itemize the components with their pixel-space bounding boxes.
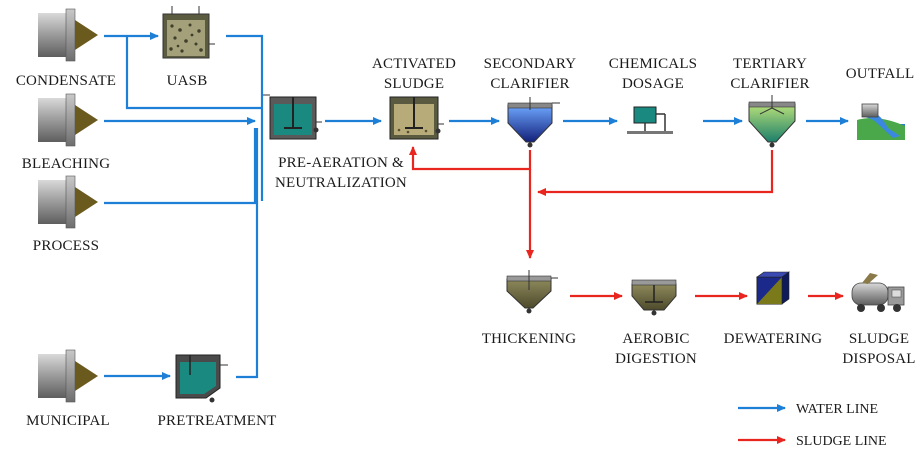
label-tertiary-line1: TERTIARY — [733, 56, 807, 72]
flow-secondary-return — [409, 146, 532, 171]
flow-condensate-to-preaeration — [125, 36, 262, 110]
chemical-dosing-icon — [627, 106, 673, 134]
dewatering-unit-icon — [756, 271, 790, 305]
flow-pretreatment-to-preaeration — [236, 128, 259, 379]
legend-sludge-label: SLUDGE LINE — [796, 434, 887, 449]
label-outfall: OUTFALL — [846, 66, 915, 82]
label-activated-line1: ACTIVATED — [372, 56, 456, 72]
label-municipal: MUNICIPAL — [26, 413, 110, 429]
label-bleaching: BLEACHING — [22, 156, 110, 172]
label-uasb: UASB — [167, 73, 208, 89]
pipe-bleaching-icon — [38, 93, 98, 147]
label-sludge-line2: DISPOSAL — [842, 351, 915, 367]
label-aerobic-line2: DIGESTION — [615, 351, 697, 367]
pipe-condensate-icon — [38, 8, 98, 62]
pre-aeration-tank-icon — [262, 94, 322, 140]
pipe-municipal-icon — [38, 349, 98, 403]
thickening-tank-icon — [506, 270, 558, 314]
water-lines — [104, 32, 849, 380]
secondary-clarifier-icon — [507, 97, 560, 148]
legend-water-label: WATER LINE — [796, 402, 878, 417]
label-secondary-line1: SECONDARY — [484, 56, 577, 72]
flow-tertiary-to-sludge — [537, 150, 774, 196]
activated-sludge-tank-icon — [389, 96, 444, 140]
sludge-lines — [409, 146, 844, 300]
label-activated-line2: SLUDGE — [384, 76, 444, 92]
uasb-reactor-icon — [162, 6, 215, 59]
sludge-truck-icon — [851, 273, 905, 312]
label-chemicals-line2: DOSAGE — [622, 76, 684, 92]
label-secondary-line2: CLARIFIER — [490, 76, 569, 92]
aerobic-digester-icon — [631, 279, 677, 316]
flow-process-to-preaeration — [104, 128, 257, 205]
pipe-process-icon — [38, 175, 98, 229]
label-aerobic-line1: AEROBIC — [622, 331, 689, 347]
legend: WATER LINE SLUDGE LINE — [738, 402, 887, 449]
labels: CONDENSATE BLEACHING PROCESS MUNICIPAL U… — [16, 56, 916, 429]
label-condensate: CONDENSATE — [16, 73, 116, 89]
outfall-icon — [857, 103, 905, 140]
flow-uasb-to-preaeration — [226, 34, 264, 201]
label-dewatering: DEWATERING — [724, 331, 823, 347]
label-tertiary-line2: CLARIFIER — [730, 76, 809, 92]
label-thickening: THICKENING — [482, 331, 576, 347]
label-sludge-line1: SLUDGE — [849, 331, 909, 347]
label-pretreatment: PRETREATMENT — [157, 413, 276, 429]
tertiary-clarifier-icon — [748, 95, 796, 148]
label-pre-aeration-line1: PRE-AERATION & — [278, 155, 404, 171]
pretreatment-tank-icon — [175, 354, 228, 403]
label-process: PROCESS — [33, 238, 99, 254]
label-chemicals-line1: CHEMICALS — [609, 56, 697, 72]
label-pre-aeration-line2: NEUTRALIZATION — [275, 175, 407, 191]
